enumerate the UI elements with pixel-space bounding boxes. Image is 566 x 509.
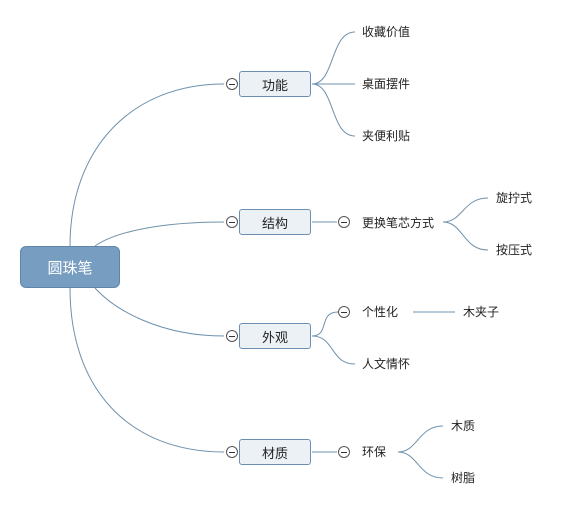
topic-appearance-label: 外观 [261, 330, 288, 346]
topic-material-label: 材质 [261, 446, 288, 462]
edge-structure-g1 [442, 197, 489, 223]
collapse-minus-icon[interactable] [226, 78, 238, 90]
subtopic-wood[interactable]: 木质 [451, 419, 476, 433]
edge-function-c3 [311, 83, 356, 137]
topic-appearance[interactable]: 外观 [239, 323, 311, 349]
collapse-minus-icon[interactable] [226, 330, 238, 342]
edge-material-g2 [397, 451, 444, 479]
edge-appearance-c2 [311, 335, 356, 365]
subtopic-hold-sticky-notes[interactable]: 夹便利贴 [362, 129, 411, 143]
subtopic-collect-value[interactable]: 收藏价值 [362, 25, 411, 39]
topic-structure[interactable]: 结构 [239, 209, 311, 235]
collapse-minus-icon[interactable] [338, 446, 350, 458]
subtopic-twist-type[interactable]: 旋拧式 [496, 191, 533, 205]
collapse-minus-icon[interactable] [338, 216, 350, 228]
edge-function-c1 [311, 31, 356, 85]
topic-function-label: 功能 [261, 78, 288, 94]
edge-appearance-c1 [311, 311, 339, 337]
root-node[interactable]: 圆珠笔 [20, 246, 120, 288]
subtopic-press-type[interactable]: 按压式 [496, 243, 533, 257]
subtopic-humanistic-feeling[interactable]: 人文情怀 [362, 357, 411, 371]
subtopic-desk-ornament[interactable]: 桌面摆件 [362, 77, 411, 91]
subtopic-eco-friendly[interactable]: 环保 [362, 445, 387, 459]
topic-material[interactable]: 材质 [239, 439, 311, 465]
edge-root-structure [94, 221, 225, 247]
subtopic-resin[interactable]: 树脂 [451, 471, 476, 485]
edge-root-appearance [94, 287, 225, 337]
collapse-minus-icon[interactable] [226, 216, 238, 228]
topic-structure-label: 结构 [261, 216, 288, 232]
topic-function[interactable]: 功能 [239, 71, 311, 97]
collapse-minus-icon[interactable] [338, 306, 350, 318]
subtopic-wooden-clip[interactable]: 木夹子 [463, 305, 500, 319]
root-label: 圆珠笔 [47, 258, 93, 277]
edge-root-material [69, 287, 225, 453]
edge-root-function [69, 83, 225, 247]
edge-material-g1 [397, 425, 444, 453]
subtopic-refill-method[interactable]: 更换笔芯方式 [362, 216, 435, 230]
edge-structure-g2 [442, 221, 489, 251]
collapse-minus-icon[interactable] [226, 446, 238, 458]
subtopic-personalization[interactable]: 个性化 [362, 305, 399, 319]
